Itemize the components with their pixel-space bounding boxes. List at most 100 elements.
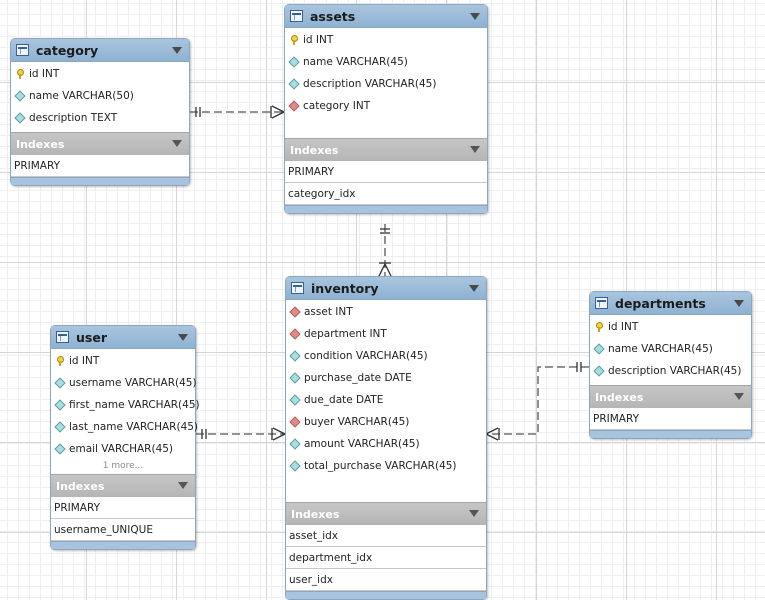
column-label: amount VARCHAR(45) xyxy=(304,438,420,450)
table-user[interactable]: user id INT username VARCHAR(45) first_n… xyxy=(50,325,200,550)
collapse-arrow-icon[interactable] xyxy=(172,140,182,147)
column-label: description VARCHAR(45) xyxy=(608,365,742,377)
table-name: category xyxy=(36,42,99,58)
collapse-arrow-icon[interactable] xyxy=(178,334,188,341)
collapse-arrow-icon[interactable] xyxy=(469,510,479,517)
column-icon xyxy=(289,372,301,384)
primary-key-icon xyxy=(289,35,299,45)
column-row[interactable]: first_name VARCHAR(45) xyxy=(51,394,200,416)
indexes-header[interactable]: Indexes xyxy=(285,138,487,161)
index-row[interactable]: department_idx xyxy=(286,547,486,569)
indexes-label: Indexes xyxy=(290,143,339,157)
table-assets[interactable]: assets id INT name VARCHAR(45) descripti… xyxy=(284,4,488,214)
column-row[interactable]: id INT xyxy=(51,350,195,372)
column-row[interactable]: id INT xyxy=(11,63,189,85)
column-label: id INT xyxy=(29,68,60,80)
column-row[interactable]: name VARCHAR(45) xyxy=(285,51,487,73)
table-footer xyxy=(285,205,487,213)
column-row[interactable]: id INT xyxy=(285,29,487,51)
table-header[interactable]: departments xyxy=(590,292,751,315)
column-row[interactable]: due_date DATE xyxy=(286,389,486,411)
column-label: name VARCHAR(45) xyxy=(608,343,713,355)
table-icon xyxy=(16,44,29,56)
column-row[interactable]: description VARCHAR(45) xyxy=(590,360,751,382)
index-row[interactable]: asset_idx xyxy=(286,525,486,547)
foreign-key-icon xyxy=(289,328,301,340)
column-row[interactable]: department INT xyxy=(286,323,486,345)
column-row[interactable]: category INT xyxy=(285,95,487,117)
column-row[interactable]: name VARCHAR(50) xyxy=(11,85,189,107)
column-icon xyxy=(54,377,66,389)
collapse-arrow-icon[interactable] xyxy=(734,393,744,400)
column-icon xyxy=(593,343,605,355)
collapse-arrow-icon[interactable] xyxy=(469,285,479,292)
indexes-header[interactable]: Indexes xyxy=(286,502,486,525)
table-icon xyxy=(291,282,304,294)
index-row[interactable]: category_idx xyxy=(285,183,487,205)
index-row[interactable]: PRIMARY xyxy=(285,161,487,183)
index-row[interactable]: PRIMARY xyxy=(11,155,189,177)
collapse-arrow-icon[interactable] xyxy=(172,47,182,54)
column-icon xyxy=(289,350,301,362)
table-departments[interactable]: departments id INT name VARCHAR(45) desc… xyxy=(589,291,752,439)
table-header[interactable]: category xyxy=(11,39,189,62)
column-row[interactable]: username VARCHAR(45) xyxy=(51,372,197,394)
column-label: email VARCHAR(45) xyxy=(69,443,174,455)
collapse-arrow-icon[interactable] xyxy=(178,482,188,489)
column-row[interactable]: name VARCHAR(45) xyxy=(590,338,751,360)
column-label: name VARCHAR(50) xyxy=(29,90,134,102)
table-icon xyxy=(595,297,608,309)
column-row[interactable]: amount VARCHAR(45) xyxy=(286,433,486,455)
column-row[interactable]: asset INT xyxy=(286,301,486,323)
table-name: user xyxy=(76,329,107,345)
column-icon xyxy=(14,90,26,102)
table-header[interactable]: user xyxy=(51,326,195,349)
column-row[interactable]: buyer VARCHAR(45) xyxy=(286,411,486,433)
primary-key-icon xyxy=(594,322,604,332)
column-label: buyer VARCHAR(45) xyxy=(304,416,410,428)
column-icon xyxy=(54,421,66,433)
column-label: department INT xyxy=(304,328,387,340)
table-category[interactable]: category id INT name VARCHAR(50) descrip… xyxy=(10,38,190,186)
indexes-header[interactable]: Indexes xyxy=(590,385,751,408)
indexes-label: Indexes xyxy=(291,507,340,521)
column-label: first_name VARCHAR(45) xyxy=(69,399,200,411)
column-row[interactable]: purchase_date DATE xyxy=(286,367,486,389)
index-row[interactable]: PRIMARY xyxy=(51,497,195,519)
column-row[interactable]: total_purchase VARCHAR(45) xyxy=(286,455,486,477)
column-label: id INT xyxy=(608,321,639,333)
column-icon xyxy=(54,443,66,455)
column-label: due_date DATE xyxy=(304,394,384,406)
column-row[interactable]: email VARCHAR(45) xyxy=(51,438,195,460)
index-row[interactable]: username_UNIQUE xyxy=(51,519,195,541)
column-row[interactable]: condition VARCHAR(45) xyxy=(286,345,486,367)
indexes-header[interactable]: Indexes xyxy=(51,474,195,497)
table-inventory[interactable]: inventory asset INT department INT condi… xyxy=(285,276,487,600)
column-label: asset INT xyxy=(304,306,353,318)
indexes-label: Indexes xyxy=(56,479,105,493)
index-row[interactable]: PRIMARY xyxy=(590,408,751,430)
column-row[interactable]: description VARCHAR(45) xyxy=(285,73,487,95)
collapse-arrow-icon[interactable] xyxy=(734,300,744,307)
column-row[interactable]: id INT xyxy=(590,316,751,338)
collapse-arrow-icon[interactable] xyxy=(470,146,480,153)
indexes-header[interactable]: Indexes xyxy=(11,132,189,155)
column-icon xyxy=(288,78,300,90)
table-header[interactable]: inventory xyxy=(286,277,486,300)
column-icon xyxy=(593,365,605,377)
table-header[interactable]: assets xyxy=(285,5,487,28)
column-row[interactable]: last_name VARCHAR(45) xyxy=(51,416,198,438)
indexes-label: Indexes xyxy=(16,137,65,151)
foreign-key-icon xyxy=(288,100,300,112)
primary-key-icon xyxy=(15,69,25,79)
index-row[interactable]: user_idx xyxy=(286,569,486,591)
table-icon xyxy=(56,331,69,343)
column-label: purchase_date DATE xyxy=(304,372,412,384)
table-name: inventory xyxy=(311,280,379,296)
column-row[interactable]: description TEXT xyxy=(11,107,189,129)
column-label: condition VARCHAR(45) xyxy=(304,350,428,362)
column-icon xyxy=(289,438,301,450)
collapse-arrow-icon[interactable] xyxy=(470,13,480,20)
more-columns-link[interactable]: 1 more... xyxy=(102,461,144,471)
